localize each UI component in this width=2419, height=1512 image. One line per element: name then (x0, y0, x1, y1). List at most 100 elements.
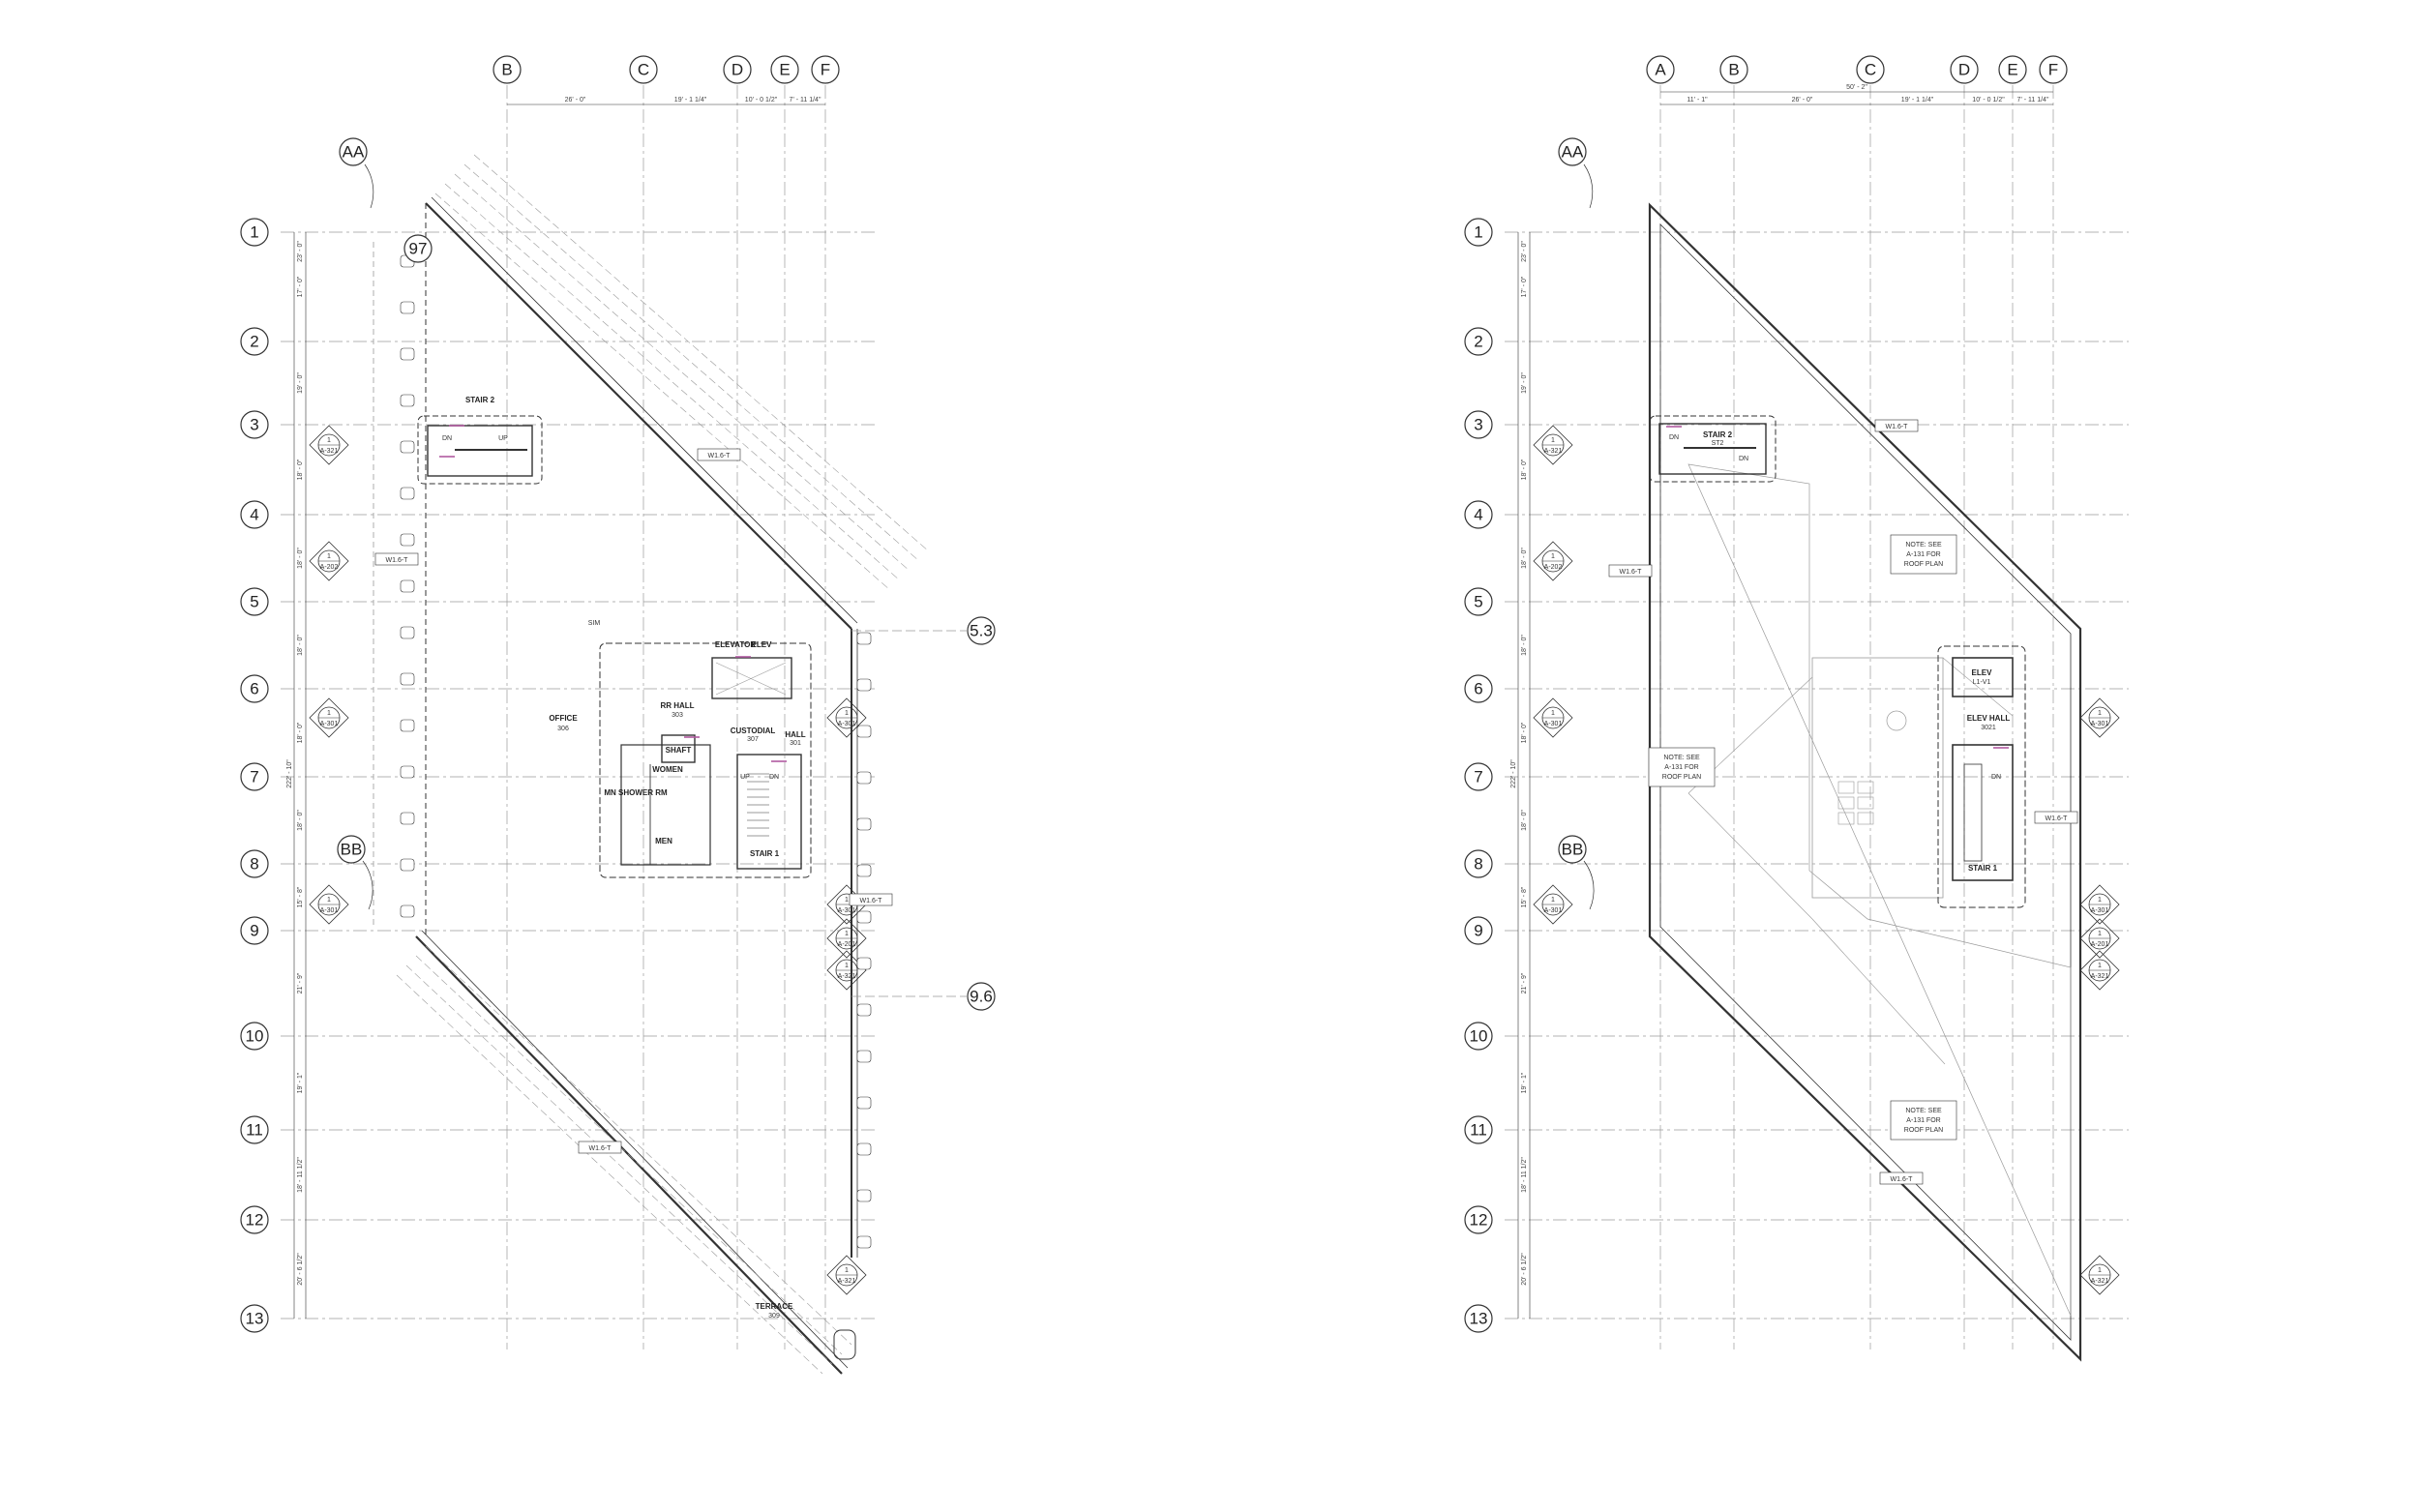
grid-row-bubble-13-circle (1464, 1304, 1493, 1333)
section-marker-1-6-ref: A-201 (2091, 941, 2109, 948)
col-dim-3: 7' - 11 1/4" (790, 97, 821, 104)
diag-bubble-BB-circle (1558, 835, 1587, 864)
note-line1-0: NOTE: SEE (1905, 542, 1942, 548)
total-dim: 222' - 10" (1510, 759, 1517, 788)
mullion-tag-w-846 (400, 812, 415, 825)
section-marker-0-8-num: 1 (845, 1267, 849, 1274)
mullion-tag-w-798 (400, 765, 415, 779)
level-mark-97-circle (403, 234, 433, 263)
section-marker-1-4-num: 1 (2098, 710, 2102, 717)
col-dim-3: 10' - 0 1/2" (1972, 97, 2005, 104)
grid-row-bubble-5-circle (1464, 587, 1493, 616)
r-wall-tag-1: W1.6-T (1620, 569, 1643, 576)
section-marker-0-3-num: 1 (327, 897, 331, 904)
row-dim-6: 18' - 0" (1521, 722, 1528, 743)
elevator-label: ELEVATOR (715, 640, 756, 649)
section-marker-0-6-diamond (826, 918, 867, 959)
row-dim-8: 15' - 8" (1521, 886, 1528, 907)
mullion-tag-e-804 (856, 771, 872, 785)
mullion-tag-w-942 (400, 904, 415, 918)
grid-col-bubble-D-label: D (732, 61, 743, 79)
roof-ridge-3 (1942, 657, 2014, 717)
row-dim-5: 18' - 0" (297, 635, 304, 656)
section-marker-0-0-ref: A-321 (320, 448, 339, 455)
grid-col-bubble-F-circle (2039, 55, 2068, 84)
section-marker-0-6-ref: A-201 (838, 941, 856, 948)
diag-bubble-BB-circle (337, 835, 366, 864)
mullion-tag-e-900 (856, 864, 872, 877)
note-line2-0: A-131 FOR (1906, 551, 1940, 558)
hall-label: HALL (785, 730, 805, 739)
r-stair1-walls (1952, 744, 2014, 881)
elevator-shaft (711, 657, 792, 699)
section-marker-0-7-num: 1 (845, 963, 849, 969)
mullion-tag-w-366 (400, 347, 415, 361)
section-marker-1-2-diamond (1533, 697, 1573, 738)
wall-tag-0: W1.6-T (386, 557, 409, 564)
grid-row-bubble-9-label: 9 (1474, 922, 1482, 940)
core-boundary (599, 642, 812, 878)
r-stair2-dn: DN (1669, 434, 1679, 441)
shaft-label: SHAFT (666, 746, 692, 755)
note-box-2 (1890, 1100, 1957, 1141)
grid-col-bubble-D-label: D (1958, 61, 1970, 79)
mullion-tag-w-558 (400, 533, 415, 547)
rr-hall-num: 303 (672, 712, 683, 719)
r-stair1-run (1963, 763, 1983, 862)
section-marker-1-7-num: 1 (2098, 963, 2102, 969)
grid-row-bubble-3-circle (240, 410, 269, 439)
row-dim-1: 17' - 0" (297, 276, 304, 297)
section-marker-0-8-ref: A-321 (838, 1278, 856, 1285)
row-dim-12: 20' - 6 1/2" (297, 1253, 304, 1286)
note-line1-2: NOTE: SEE (1905, 1108, 1942, 1114)
roof-outline-inner (1659, 223, 2072, 1341)
stair2-boundary (417, 415, 543, 485)
section-marker-0-1-ref: A-202 (320, 564, 339, 571)
mullion-tag-e-1236 (856, 1189, 872, 1202)
section-marker-0-7-ref: A-321 (838, 973, 856, 980)
grid-row-bubble-6-label: 6 (1474, 680, 1482, 698)
row-dim-6: 18' - 0" (297, 722, 304, 743)
grid-row-bubble-6-circle (1464, 674, 1493, 703)
women-label: WOMEN (652, 765, 683, 774)
grid-row-bubble-7-label: 7 (250, 768, 258, 786)
grid-col-bubble-A-circle (1646, 55, 1675, 84)
office-num: 306 (557, 726, 569, 732)
section-marker-1-1-num: 1 (1551, 553, 1555, 560)
shaft-box (661, 734, 696, 763)
grid-row-bubble-10-label: 10 (246, 1027, 264, 1046)
row-dim-0: 23' - 0" (1521, 241, 1528, 262)
section-marker-1-5-diamond (2079, 884, 2120, 925)
section-marker-0-5-ref: A-301 (838, 907, 856, 914)
section-marker-0-0-num: 1 (327, 437, 331, 444)
mullion-tag-w-414 (400, 394, 415, 407)
grid-row-bubble-7-circle (240, 762, 269, 791)
r-wall-tag-3: W1.6-T (1891, 1176, 1914, 1183)
wall-tag-2: W1.6-T (589, 1145, 612, 1152)
section-marker-0-8-diamond (826, 1255, 867, 1295)
r-stair2-dn2: DN (1739, 456, 1748, 462)
col-dim-1: 19' - 1 1/4" (674, 97, 707, 104)
section-marker-1-3-num: 1 (1551, 897, 1555, 904)
section-marker-1-1-ref: A-202 (1544, 564, 1563, 571)
section-marker-1-5-ref: A-301 (2091, 907, 2109, 914)
grid-row-bubble-2-circle (240, 327, 269, 356)
mullion-tag-e-996 (856, 957, 872, 970)
row-dim-11: 18' - 11 1/2" (297, 1157, 304, 1193)
section-marker-0-4-ref: A-301 (838, 721, 856, 727)
grid-row-bubble-2-label: 2 (250, 333, 258, 351)
row-dim-4: 18' - 0" (297, 548, 304, 569)
rr-hall-label: RR HALL (660, 701, 694, 710)
roof-parapet-line (1687, 463, 2072, 1317)
grid-col-bubble-B-circle (493, 55, 522, 84)
note-line2-1: A-131 FOR (1664, 764, 1698, 771)
grid-row-bubble-5-label: 5 (1474, 593, 1482, 611)
section-marker-1-0-ref: A-321 (1544, 448, 1563, 455)
grid-row-bubble-10-circle (1464, 1022, 1493, 1051)
grid-row-bubble-13-label: 13 (246, 1310, 264, 1328)
row-dim-7: 18' - 0" (1521, 810, 1528, 831)
canopy-top-line-2 (444, 183, 901, 581)
grid-row-bubble-7-label: 7 (1474, 768, 1482, 786)
